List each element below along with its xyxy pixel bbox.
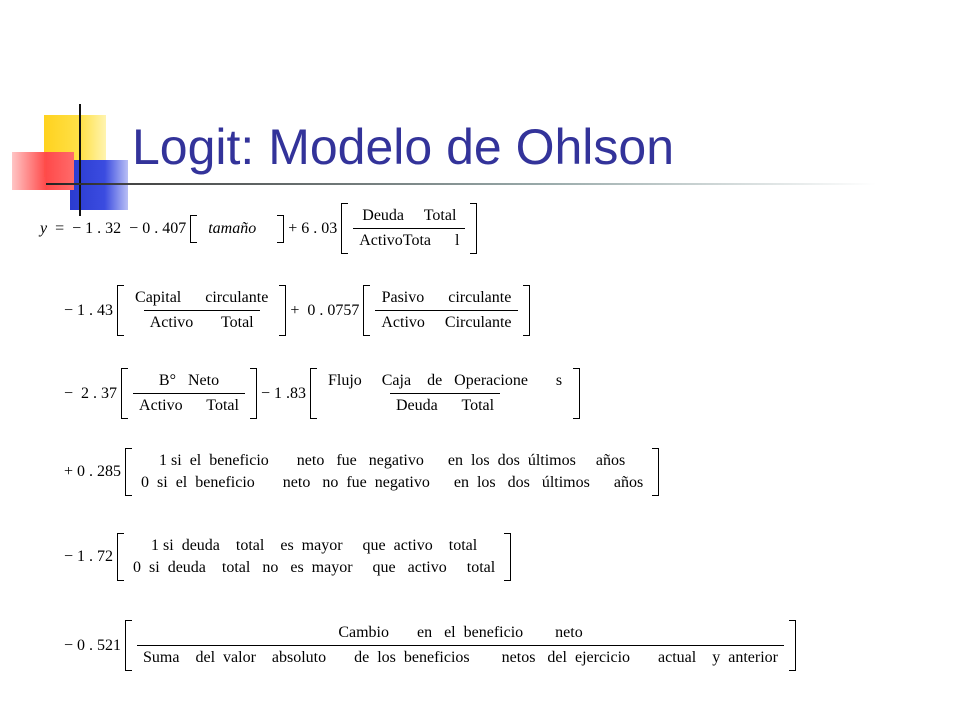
eq-constant: − 1 . 32 (72, 219, 122, 237)
bracket-cash-flow: Flujo Caja de Operacione s Deuda Total (309, 368, 581, 419)
fraction-denominator: Activo Total (133, 393, 245, 417)
fraction-denominator: Deuda Total (389, 393, 501, 417)
bracket-income-change: Cambio en el beneficio neto Suma del val… (125, 620, 796, 671)
equation-line-2: − 1 . 43 Capital circulante Activo Total… (60, 285, 530, 336)
fraction-working-capital: Capital circulante Activo Total (129, 287, 274, 334)
bracket-current-ratio: Pasivo circulante Activo Circulante (363, 285, 530, 336)
term-size: tamaño (208, 219, 257, 237)
case-true: 1 si deuda total es mayor que activo tot… (151, 537, 478, 554)
eq-coef-negative-income: + 0 . 285 (64, 463, 122, 480)
cases-debt-vs-assets: 1 si deuda total es mayor que activo tot… (129, 535, 499, 579)
fraction-denominator: Suma del valor absoluto de los beneficio… (137, 645, 784, 669)
eq-coef-debt: + 6 . 03 (288, 219, 338, 237)
equation-line-1: y = − 1 . 32 − 0 . 407 tamaño + 6 . 03 D… (36, 203, 478, 254)
bracket-negative-income: 1 si el beneficio neto fue negativo en l… (125, 448, 660, 496)
cases-negative-income: 1 si el beneficio neto fue negativo en l… (137, 450, 647, 494)
eq-coef-debt-vs-assets: − 1 . 72 (64, 548, 114, 565)
fraction-net-income: B° Neto Activo Total (133, 370, 245, 417)
fraction-income-change: Cambio en el beneficio neto Suma del val… (137, 622, 784, 669)
fraction-numerator: Capital circulante (135, 289, 269, 306)
eq-coef-income-change: − 0 . 521 (64, 636, 122, 654)
equation-line-5: − 1 . 72 1 si deuda total es mayor que a… (60, 533, 512, 581)
eq-coef-current-ratio: + 0 . 0757 (290, 301, 360, 319)
fraction-numerator: Pasivo circulante (381, 289, 512, 306)
bracket-debt-vs-assets: 1 si deuda total es mayor que activo tot… (117, 533, 512, 581)
fraction-numerator: Cambio en el beneficio neto (338, 624, 583, 641)
bracket-size: tamaño (190, 214, 285, 243)
case-false: 0 si deuda total no es mayor que activo … (133, 559, 496, 576)
eq-coef-cash-flow: − 1 .83 (260, 384, 306, 402)
fraction-denominator: ActivoTota l (353, 228, 466, 252)
fraction-numerator: Flujo Caja de Operacione s (327, 372, 563, 389)
slide-title: Logit: Modelo de Ohlson (132, 119, 675, 175)
fraction-debt-ratio: Deuda Total ActivoTota l (353, 205, 466, 252)
decor-vertical-line (79, 104, 81, 216)
equation-line-4: + 0 . 285 1 si el beneficio neto fue neg… (60, 448, 660, 496)
equation-line-3: − 2 . 37 B° Neto Activo Total − 1 .83 Fl… (60, 368, 581, 419)
bracket-debt-ratio: Deuda Total ActivoTota l (341, 203, 478, 254)
title-underline (46, 183, 876, 185)
eq-lhs: y (40, 219, 48, 237)
equation-line-6: − 0 . 521 Cambio en el beneficio neto Su… (60, 620, 796, 671)
case-true: 1 si el beneficio neto fue negativo en l… (159, 452, 626, 469)
fraction-current-ratio: Pasivo circulante Activo Circulante (375, 287, 518, 334)
bracket-working-capital: Capital circulante Activo Total (117, 285, 287, 336)
fraction-numerator: B° Neto (158, 372, 220, 389)
fraction-numerator: Deuda Total (362, 207, 457, 224)
case-false: 0 si el beneficio neto no fue negativo e… (141, 474, 644, 491)
eq-coef-net-income: − 2 . 37 (64, 384, 118, 402)
eq-equals: = (55, 219, 65, 237)
fraction-denominator: Activo Total (143, 310, 260, 334)
fraction-denominator: Activo Circulante (375, 310, 518, 334)
bracket-net-income: B° Neto Activo Total (121, 368, 257, 419)
eq-coef-working-capital: − 1 . 43 (64, 301, 114, 319)
fraction-cash-flow: Flujo Caja de Operacione s Deuda Total (322, 370, 568, 417)
eq-coef-size: − 0 . 407 (129, 219, 187, 237)
